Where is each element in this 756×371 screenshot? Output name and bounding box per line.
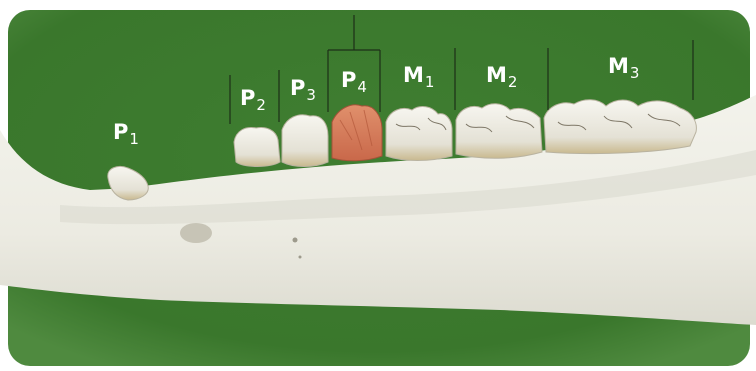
label-m2: M2 [486,65,517,90]
tooth-p2 [234,128,280,167]
label-p3: P3 [290,78,316,103]
tooth-m3 [544,100,696,154]
label-p4: P4 [341,70,367,95]
label-p1-letter: P [113,120,128,144]
label-p1: P1 [113,122,139,147]
label-p3-subscript: 3 [306,86,316,104]
label-m1-letter: M [403,63,424,87]
label-m3-subscript: 3 [630,64,640,82]
label-p4-subscript: 4 [357,78,367,96]
label-p2-letter: P [240,86,255,110]
tooth-p3 [282,115,328,167]
label-m1-subscript: 1 [425,73,435,91]
label-p2-subscript: 2 [256,96,266,114]
label-m2-subscript: 2 [508,73,518,91]
label-p3-letter: P [290,76,305,100]
mental-foramen [180,223,212,243]
tooth-m2 [456,104,542,159]
label-m1: M1 [403,65,434,90]
label-m2-letter: M [486,63,507,87]
label-p2: P2 [240,88,266,113]
label-m3: M3 [608,56,639,81]
label-p1-subscript: 1 [129,130,139,148]
tooth-m1 [386,107,452,161]
bone-dot [293,238,298,243]
bone-dot [299,256,302,259]
label-m3-letter: M [608,54,629,78]
label-p4-letter: P [341,68,356,92]
